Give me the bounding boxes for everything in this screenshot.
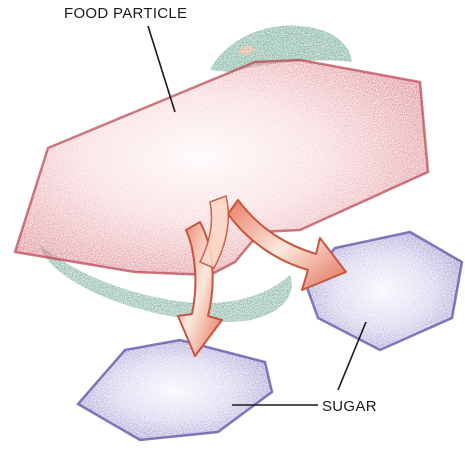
sugar-molecule-bottom — [78, 340, 272, 440]
sugar-label: SUGAR — [322, 398, 377, 415]
food-particle-label: FOOD PARTICLE — [64, 5, 187, 22]
food-particle-leader-line — [148, 26, 175, 112]
